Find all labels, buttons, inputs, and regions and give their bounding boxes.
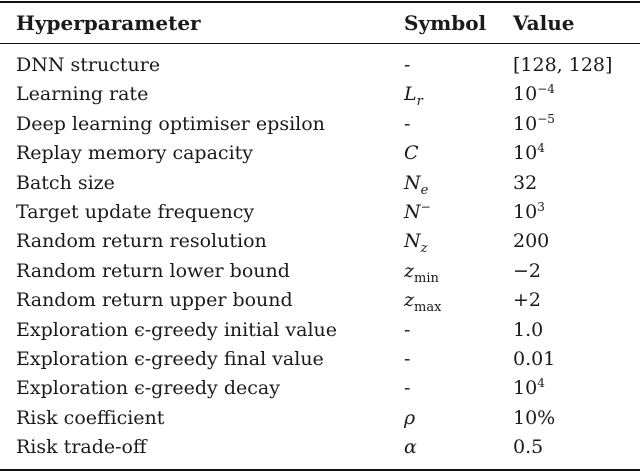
symbol-cell: Lr [404, 83, 423, 110]
value-cell: 10−5 [513, 111, 555, 135]
table-row: Random return lower bound zmin −2 [0, 257, 640, 286]
table-row: Batch size Ne 32 [0, 169, 640, 198]
hyperparameter-name: Exploration ϵ-greedy final value [16, 347, 324, 370]
symbol-cell: Nz [404, 230, 428, 257]
value-cell: [128, 128] [513, 54, 613, 76]
hyperparameter-name: DNN structure [16, 54, 161, 76]
hyperparameter-name: Risk trade-off [16, 436, 147, 459]
hyperparameter-name: Target update frequency [16, 200, 255, 223]
symbol-cell: C [404, 142, 419, 165]
table-header: Hyperparameter Symbol Value [0, 8, 640, 38]
hyperparameter-name: Random return upper bound [16, 289, 293, 312]
table-header-rule [0, 43, 640, 44]
hyperparameter-name: Random return lower bound [16, 259, 290, 282]
value-cell: +2 [513, 289, 542, 312]
symbol-cell: ρ [404, 406, 416, 429]
hyperparameter-name: Batch size [16, 171, 115, 194]
value-cell: 104 [513, 141, 545, 165]
value-cell: 10% [513, 406, 556, 429]
value-cell: 0.5 [513, 436, 544, 459]
table-row: Risk coefficient ρ 10% [0, 404, 640, 433]
symbol-cell: zmin [404, 259, 439, 286]
value-cell: 103 [513, 199, 545, 223]
table-top-rule [0, 1, 640, 3]
table-row: Exploration ϵ-greedy decay - 104 [0, 374, 640, 403]
symbol-cell: - [404, 347, 411, 370]
table-row: Random return resolution Nz 200 [0, 227, 640, 256]
hyperparameter-name: Learning rate [16, 83, 149, 106]
header-hyperparameter: Hyperparameter [16, 11, 201, 35]
table-body: DNN structure - [128, 128] Learning rate… [0, 51, 640, 462]
hyperparameter-name: Exploration ϵ-greedy decay [16, 377, 280, 400]
hyperparameter-name: Deep learning optimiser epsilon [16, 112, 325, 135]
value-cell: 0.01 [513, 347, 556, 370]
symbol-cell: N− [404, 199, 431, 223]
table-row: Exploration ϵ-greedy initial value - 1.0 [0, 316, 640, 345]
value-cell: 10−4 [513, 82, 555, 106]
value-cell: 104 [513, 376, 545, 400]
hyperparameter-name: Random return resolution [16, 230, 267, 253]
symbol-cell: α [404, 436, 417, 459]
hyperparameter-name: Exploration ϵ-greedy initial value [16, 318, 337, 341]
table-row: Risk trade-off α 0.5 [0, 433, 640, 462]
value-cell: −2 [513, 259, 542, 282]
value-cell: 32 [513, 171, 538, 194]
symbol-cell: zmax [404, 289, 442, 316]
table-row: Target update frequency N− 103 [0, 198, 640, 227]
symbol-cell: Ne [404, 171, 429, 198]
symbol-cell: - [404, 318, 411, 341]
table-row: Deep learning optimiser epsilon - 10−5 [0, 110, 640, 139]
header-symbol: Symbol [404, 11, 487, 35]
header-value: Value [513, 11, 575, 35]
table-row: Replay memory capacity C 104 [0, 139, 640, 168]
symbol-cell: - [404, 54, 411, 76]
table-row: Learning rate Lr 10−4 [0, 80, 640, 109]
table-row: DNN structure - [128, 128] [0, 51, 640, 80]
hyperparameter-name: Risk coefficient [16, 406, 165, 429]
table-row: Random return upper bound zmax +2 [0, 286, 640, 315]
symbol-cell: - [404, 112, 411, 135]
symbol-cell: - [404, 377, 411, 400]
table-bottom-rule [0, 469, 640, 471]
table-row: Exploration ϵ-greedy final value - 0.01 [0, 345, 640, 374]
value-cell: 1.0 [513, 318, 544, 341]
value-cell: 200 [513, 230, 550, 253]
hyperparameter-name: Replay memory capacity [16, 142, 254, 165]
